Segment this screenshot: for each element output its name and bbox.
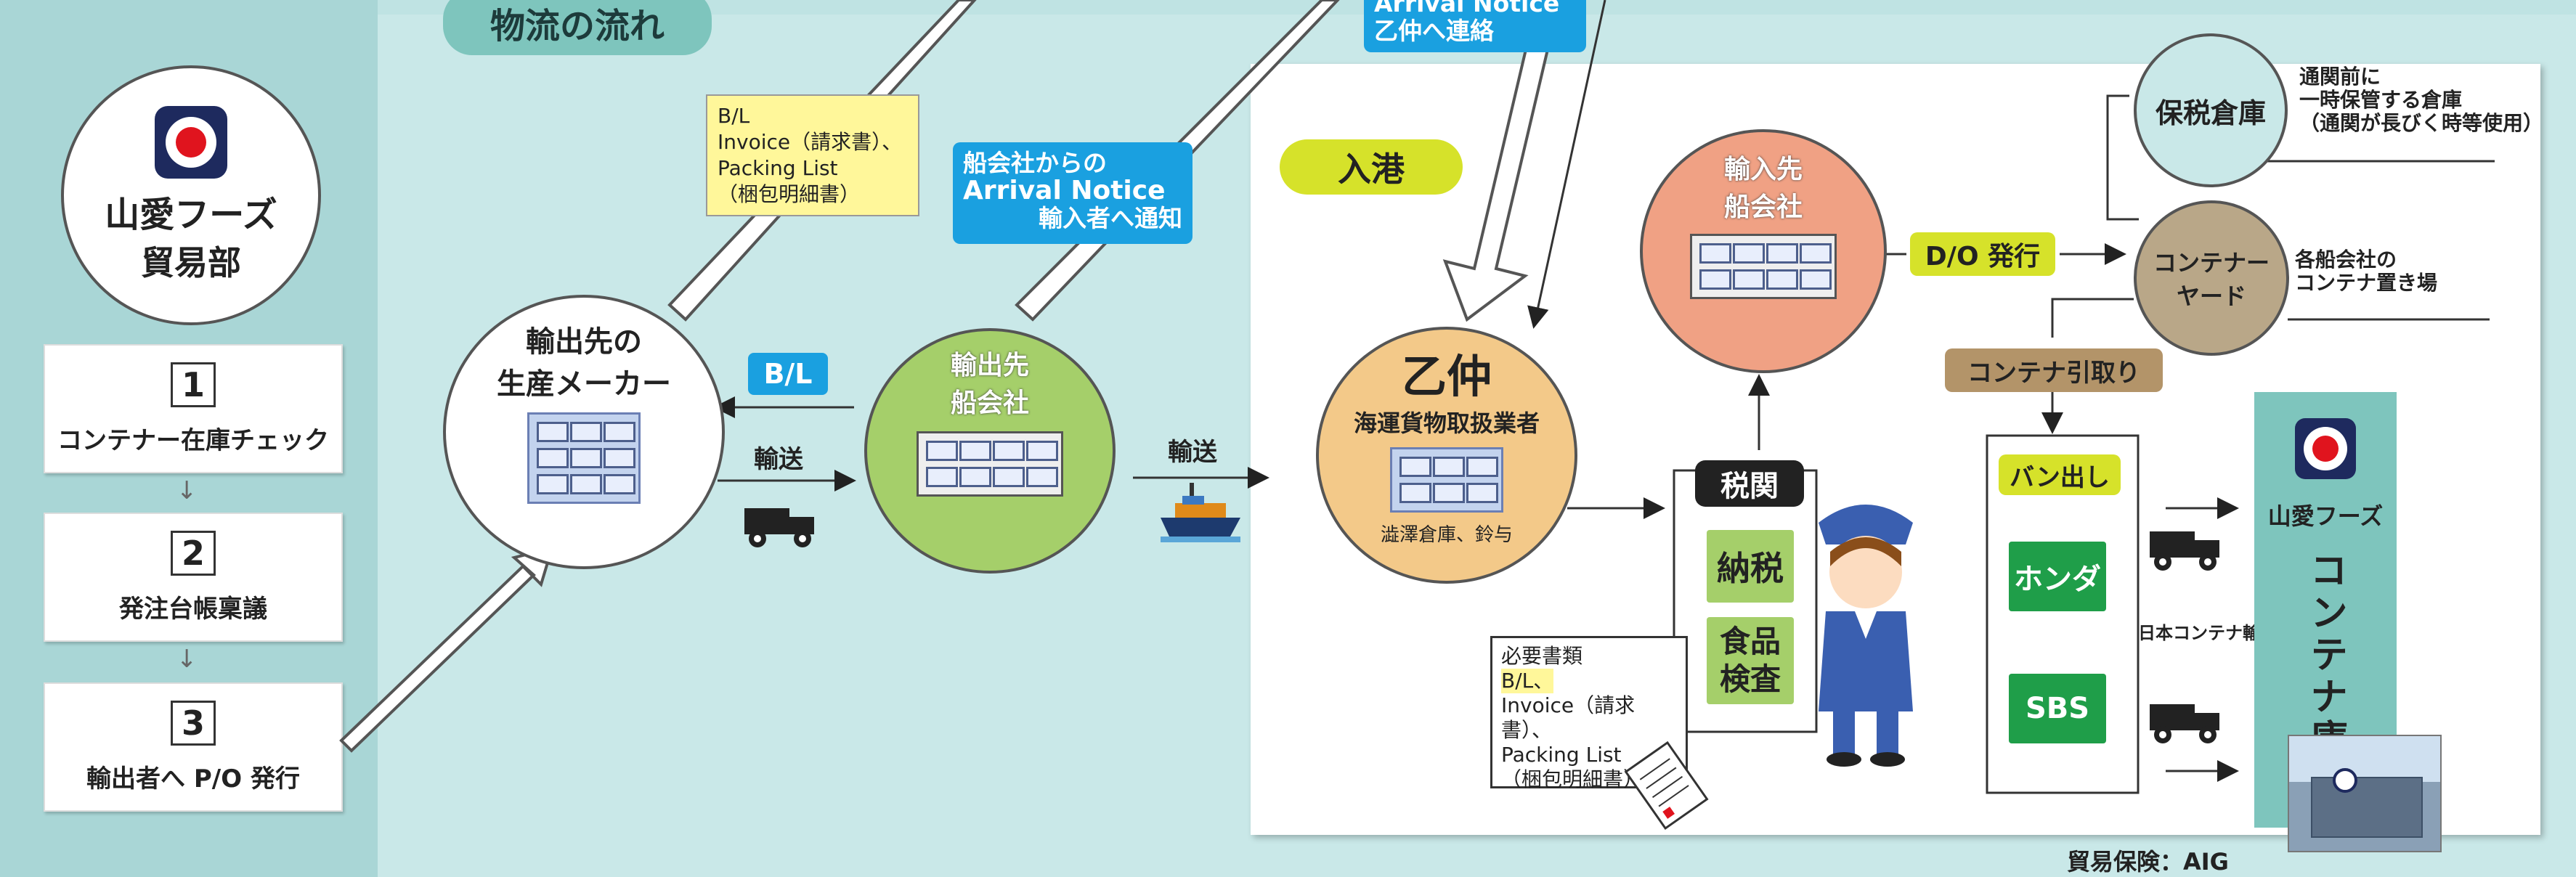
do-issue-text: D/O 発行 (1925, 242, 2041, 272)
required-docs-packing: Packing List (1501, 743, 1622, 767)
step-number: 1 (171, 362, 216, 407)
arrival-notice-2-line1: Arrival Notice (1374, 0, 1560, 17)
import-shipping-label-1: 輸入先 (1723, 155, 1803, 184)
export-shipping-circle: 輸出先 船会社 (864, 328, 1116, 574)
otsunaka-subtitle: 海運貨物取扱業者 (1353, 409, 1540, 437)
tax-payment-box: 納税 (1707, 530, 1794, 603)
bonded-note-3: （通関が長びく時等使用） (2299, 111, 2544, 136)
yard-note: 各船会社の コンテナ置き場 (2295, 248, 2437, 295)
port-building-icon (1690, 234, 1837, 299)
yard-note-1: 各船会社の (2295, 248, 2397, 272)
container-pickup-text: コンテナ引取り (1967, 358, 2140, 388)
bl-tag: B/L (748, 353, 828, 395)
warehouse-logo-icon (2295, 418, 2356, 479)
honda-box: ホンダ (2009, 542, 2106, 611)
export-docs-note: B/L Invoice（請求書）、 Packing List （梱包明細書） (706, 94, 919, 216)
doc-packing: Packing List (718, 156, 838, 180)
bl-tag-text: B/L (763, 358, 813, 390)
yard-note-2: コンテナ置き場 (2295, 271, 2438, 295)
otsunaka-title: 乙仲 (1401, 350, 1492, 403)
doc-packing-jp: （梱包明細書） (718, 182, 861, 206)
insurance-label: 貿易保険：AIG (2067, 848, 2229, 876)
sbs-text: SBS (2025, 692, 2090, 725)
notice-down-arrow (1442, 20, 1556, 322)
required-docs-note: 必要書類 B/L、 Invoice（請求書）、 Packing List （梱包… (1490, 636, 1688, 791)
truck-icon (2150, 697, 2222, 751)
doc-invoice: Invoice（請求書）、 (718, 130, 903, 154)
down-arrow-icon: ↓ (176, 645, 198, 674)
warehouse-label: コンテナ庫 (2303, 550, 2347, 761)
required-docs-invoice: Invoice（請求書）、 (1501, 693, 1636, 742)
ship-icon (1161, 483, 1240, 551)
truck-icon (744, 501, 817, 552)
import-shipping-circle: 輸入先 船会社 (1640, 129, 1887, 373)
tax-payment-text: 納税 (1717, 549, 1784, 588)
arrival-notice-1-line3: 輸入者へ通知 (1039, 204, 1182, 232)
step-number: 2 (171, 530, 216, 576)
truck-icon (2150, 524, 2222, 578)
sbs-box: SBS (2009, 674, 2106, 743)
bonded-note: 通関前に 一時保管する倉庫 （通関が長びく時等使用） (2299, 65, 2543, 136)
customs-officer-icon (1804, 494, 1927, 772)
maker-circle: 輸出先の 生産メーカー (443, 295, 725, 569)
yard-label-1: コンテナー (2153, 249, 2270, 277)
arrival-notice-2: Arrival Notice 乙仲へ連絡 (1364, 0, 1586, 52)
bonded-note-2: 一時保管する倉庫 (2299, 88, 2463, 113)
step-3: 3 輸出者へ P/O 発行 (44, 682, 343, 812)
port-entry-pill: 入港 (1280, 139, 1463, 195)
customs-title: 税関 (1720, 470, 1779, 503)
company-name: 山愛フーズ (105, 195, 277, 235)
doc-bl: B/L (718, 104, 750, 128)
arrival-notice-1: 船会社からの Arrival Notice 輸入者へ通知 (953, 142, 1192, 244)
container-pickup-pill: コンテナ引取り (1945, 348, 2163, 392)
otsunaka-building-icon (1390, 447, 1503, 513)
step-label: コンテナー在庫チェック (57, 425, 329, 455)
warehouse-building-icon (917, 431, 1063, 497)
food-inspection-text: 食品検査 (1719, 624, 1781, 697)
maker-label-2: 生産メーカー (497, 367, 671, 401)
transport-label-2: 輸送 (1168, 438, 1217, 467)
arrival-notice-1-line2: Arrival Notice (963, 176, 1166, 205)
import-shipping-label-2: 船会社 (1723, 192, 1803, 222)
customs-pill: 税関 (1695, 460, 1804, 507)
document-icon (1624, 741, 1711, 833)
otsunaka-circle: 乙仲 海運貨物取扱業者 澁澤倉庫、鈴与 (1316, 327, 1577, 584)
warehouse-company: 山愛フーズ (2267, 502, 2384, 530)
company-logo-icon (155, 106, 227, 179)
section-title: 物流の流れ (443, 0, 712, 55)
food-inspection-box: 食品検査 (1707, 617, 1794, 704)
step-1: 1 コンテナー在庫チェック (44, 344, 343, 473)
bonded-title: 保税倉庫 (2155, 97, 2266, 129)
step-number: 3 (171, 700, 216, 746)
down-arrow-icon: ↓ (176, 476, 198, 505)
van-out-pill: バン出し (1999, 454, 2121, 495)
step-2: 2 発注台帳稟議 (44, 513, 343, 642)
section-title-text: 物流の流れ (489, 6, 665, 46)
do-issue-pill: D/O 発行 (1910, 232, 2055, 276)
arrival-notice-1-line1: 船会社からの (963, 149, 1107, 177)
port-entry-text: 入港 (1338, 150, 1405, 189)
yard-label-2: ヤード (2176, 282, 2246, 310)
export-shipping-label-2: 船会社 (950, 388, 1029, 418)
required-docs-packing-jp: （梱包明細書） (1501, 767, 1644, 791)
required-docs-title: 必要書類 (1501, 644, 1583, 668)
honda-text: ホンダ (2014, 563, 2101, 596)
step-label: 発注台帳稟議 (119, 594, 267, 624)
bonded-note-1: 通関前に (2299, 65, 2381, 89)
export-shipping-label-1: 輸出先 (950, 351, 1029, 380)
company-circle: 山愛フーズ 貿易部 (61, 65, 321, 325)
otsunaka-caption: 澁澤倉庫、鈴与 (1380, 524, 1513, 546)
step-label: 輸出者へ P/O 発行 (86, 764, 300, 794)
required-docs-bl: B/L、 (1501, 669, 1554, 693)
company-dept: 貿易部 (141, 243, 241, 282)
bonded-warehouse-circle: 保税倉庫 (2134, 33, 2288, 187)
po-arrow (339, 546, 554, 753)
maker-label-1: 輸出先の (526, 325, 642, 359)
container-yard-circle: コンテナー ヤード (2134, 200, 2289, 356)
factory-building-icon (527, 412, 641, 504)
transport-label-1: 輸送 (754, 445, 803, 474)
van-out-text: バン出し (2010, 462, 2110, 492)
warehouse-photo (2288, 735, 2442, 852)
arrival-notice-2-line2: 乙仲へ連絡 (1374, 17, 1494, 45)
